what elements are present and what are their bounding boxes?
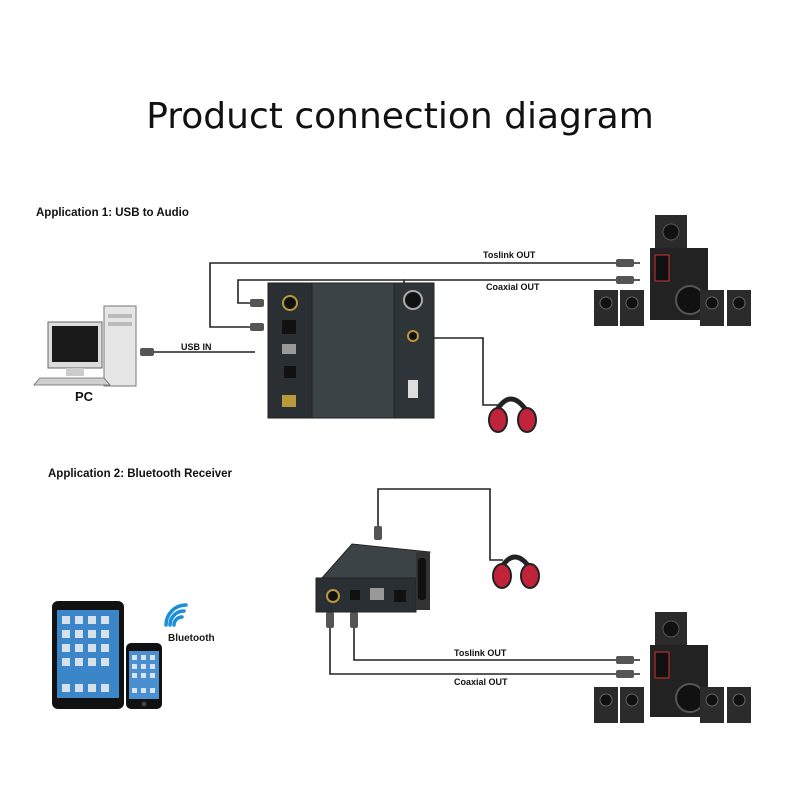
app1-coaxial-label: Coaxial OUT [486, 282, 540, 292]
app2-headphone-cable [377, 488, 503, 561]
pc-label: PC [75, 389, 94, 404]
app2-speaker-system [594, 612, 751, 723]
usb-in-label: USB IN [181, 342, 212, 352]
bluetooth-antenna [418, 558, 426, 600]
app2-converter-device [315, 543, 431, 613]
app1-toslink-cable [209, 262, 640, 328]
page-title: Product connection diagram [146, 96, 654, 137]
app1-cables [150, 262, 640, 406]
app2-coaxial-cable [329, 612, 640, 675]
app2-plugs [326, 526, 634, 678]
app2-headphones [492, 554, 540, 589]
app1-toslink-label: Toslink OUT [483, 250, 536, 260]
phone-device [126, 643, 162, 709]
application-1-heading: Application 1: USB to Audio [36, 207, 189, 219]
pc-computer [33, 305, 137, 387]
bluetooth-signal-icon [164, 603, 188, 627]
app1-speaker-system [594, 215, 751, 326]
app1-plugs [140, 259, 634, 356]
bluetooth-label: Bluetooth [168, 633, 215, 644]
tablet-device [52, 601, 124, 709]
app1-headphone-cable [430, 337, 503, 406]
app2-toslink-label: Toslink OUT [454, 648, 507, 658]
app1-converter-device [267, 282, 435, 419]
app1-headphones [488, 396, 537, 433]
app2-coaxial-label: Coaxial OUT [454, 677, 508, 687]
application-2-heading: Application 2: Bluetooth Receiver [48, 468, 233, 480]
